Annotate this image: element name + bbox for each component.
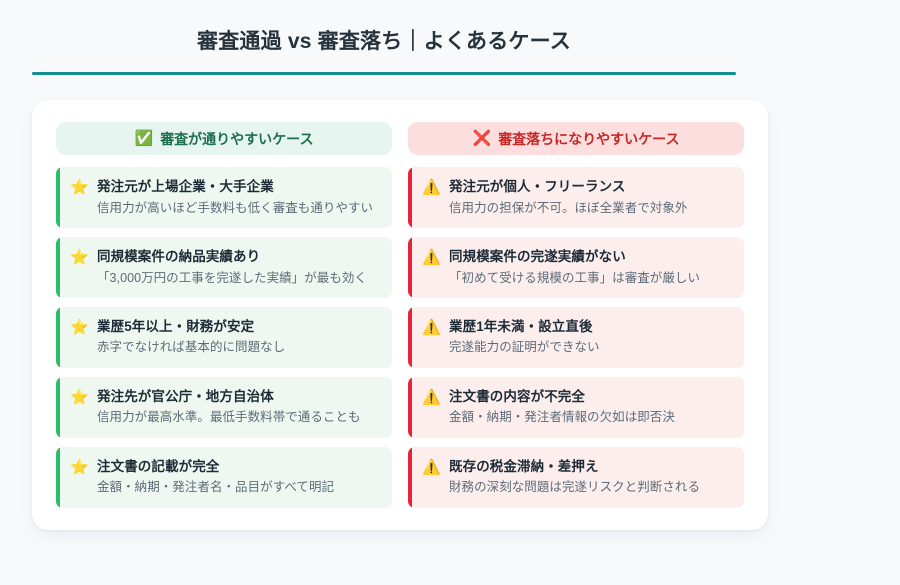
list-item-title: 業歴1年未満・設立直後: [449, 319, 593, 335]
accent-bar: [408, 237, 412, 299]
white-heavy-check-mark-icon: ✅: [134, 130, 154, 148]
list-item[interactable]: ⚠️ 同規模案件の完遂実績がない 「初めて受ける規模の工事」は審査が厳しい: [408, 237, 744, 299]
list-item-text: 同規模案件の納品実績あり 「3,000万円の工事を完遂した実績」が最も効く: [97, 247, 380, 287]
list-item-desc: 金額・納期・発注者情報の欠如は即否決: [449, 410, 675, 425]
list-item-desc: 金額・納期・発注者名・品目がすべて明記: [97, 480, 335, 495]
list-item-desc: 財務の深刻な問題は完遂リスクと判断される: [449, 480, 701, 495]
warning-icon: ⚠️: [422, 319, 441, 337]
accent-bar: [408, 377, 412, 439]
page-title: 審査通過 vs 審査落ち｜よくあるケース: [197, 30, 571, 53]
list-item-title: 発注元が個人・フリーランス: [449, 179, 626, 195]
list-item-title: 同規模案件の完遂実績がない: [449, 249, 626, 265]
list-item-text: 発注元が個人・フリーランス 信用力の担保が不可。ほぼ全業者で対象外: [449, 177, 732, 217]
warning-icon: ⚠️: [422, 249, 441, 267]
list-item-title: 発注元が上場企業・大手企業: [97, 179, 274, 195]
list-item[interactable]: ⭐ 業歴5年以上・財務が安定 赤字でなければ基本的に問題なし: [56, 307, 392, 369]
list-item[interactable]: ⚠️ 既存の税金滞納・差押え 財務の深刻な問題は完遂リスクと判断される: [408, 447, 744, 508]
star-icon: ⭐: [70, 249, 89, 267]
list-item-text: 発注元が上場企業・大手企業 信用力が高いほど手数料も低く審査も通りやすい: [97, 177, 380, 217]
list-item-desc: 信用力の担保が不可。ほぼ全業者で対象外: [449, 200, 688, 215]
warning-icon: ⚠️: [422, 459, 441, 477]
list-item-title: 注文書の記載が完全: [97, 459, 220, 475]
column-header-pass-label: 審査が通りやすいケース: [160, 130, 314, 147]
list-item-desc: 赤字でなければ基本的に問題なし: [97, 340, 286, 355]
accent-bar: [56, 447, 60, 508]
comparison-columns: ✅ 審査が通りやすいケース ⭐ 発注元が上場企業・大手企業 信用力が高いほど手数…: [56, 122, 744, 508]
list-item-title: 同規模案件の納品実績あり: [97, 249, 261, 265]
list-pass: ⭐ 発注元が上場企業・大手企業 信用力が高いほど手数料も低く審査も通りやすい ⭐…: [56, 167, 392, 508]
list-item[interactable]: ⭐ 注文書の記載が完全 金額・納期・発注者名・品目がすべて明記: [56, 447, 392, 508]
list-item-title: 既存の税金滞納・差押え: [449, 459, 599, 475]
star-icon: ⭐: [70, 389, 89, 407]
list-item[interactable]: ⭐ 発注元が上場企業・大手企業 信用力が高いほど手数料も低く審査も通りやすい: [56, 167, 392, 229]
list-item[interactable]: ⚠️ 発注元が個人・フリーランス 信用力の担保が不可。ほぼ全業者で対象外: [408, 167, 744, 229]
list-item-desc: 「3,000万円の工事を完遂した実績」が最も効く: [97, 270, 367, 285]
list-item-title: 発注先が官公庁・地方自治体: [97, 389, 274, 405]
column-pass: ✅ 審査が通りやすいケース ⭐ 発注元が上場企業・大手企業 信用力が高いほど手数…: [56, 122, 392, 508]
list-item[interactable]: ⭐ 同規模案件の納品実績あり 「3,000万円の工事を完遂した実績」が最も効く: [56, 237, 392, 299]
accent-bar: [408, 447, 412, 508]
list-item-text: 注文書の記載が完全 金額・納期・発注者名・品目がすべて明記: [97, 457, 380, 497]
accent-bar: [408, 307, 412, 369]
star-icon: ⭐: [70, 319, 89, 337]
list-item[interactable]: ⚠️ 注文書の内容が不完全 金額・納期・発注者情報の欠如は即否決: [408, 377, 744, 439]
list-item-text: 注文書の内容が不完全 金額・納期・発注者情報の欠如は即否決: [449, 387, 732, 427]
list-item-text: 業歴1年未満・設立直後 完遂能力の証明ができない: [449, 317, 732, 357]
list-item-title: 注文書の内容が不完全: [449, 389, 585, 405]
column-header-pass: ✅ 審査が通りやすいケース: [56, 122, 392, 156]
list-item-desc: 「初めて受ける規模の工事」は審査が厳しい: [449, 270, 701, 285]
column-header-fail-label: 審査落ちになりやすいケース: [498, 130, 680, 147]
list-item-text: 同規模案件の完遂実績がない 「初めて受ける規模の工事」は審査が厳しい: [449, 247, 732, 287]
column-header-fail: ❌ 審査落ちになりやすいケース: [408, 122, 744, 156]
list-item-text: 業歴5年以上・財務が安定 赤字でなければ基本的に問題なし: [97, 317, 380, 357]
list-item[interactable]: ⚠️ 業歴1年未満・設立直後 完遂能力の証明ができない: [408, 307, 744, 369]
star-icon: ⭐: [70, 459, 89, 477]
accent-bar: [56, 167, 60, 229]
star-icon: ⭐: [70, 179, 89, 197]
list-item-desc: 完遂能力の証明ができない: [449, 340, 600, 355]
title-section: 審査通過 vs 審査落ち｜よくあるケース: [0, 0, 900, 76]
list-item-desc: 信用力が高いほど手数料も低く審査も通りやすい: [97, 200, 374, 215]
accent-bar: [408, 167, 412, 229]
list-item-title: 業歴5年以上・財務が安定: [97, 319, 255, 335]
list-item-text: 既存の税金滞納・差押え 財務の深刻な問題は完遂リスクと判断される: [449, 457, 732, 497]
accent-bar: [56, 307, 60, 369]
list-item-desc: 信用力が最高水準。最低手数料帯で通ることも: [97, 410, 361, 425]
cross-mark-icon: ❌: [472, 130, 492, 148]
accent-bar: [56, 237, 60, 299]
list-fail: ⚠️ 発注元が個人・フリーランス 信用力の担保が不可。ほぼ全業者で対象外 ⚠️ …: [408, 167, 744, 508]
accent-bar: [56, 377, 60, 439]
title-divider: [32, 72, 736, 76]
list-item-text: 発注先が官公庁・地方自治体 信用力が最高水準。最低手数料帯で通ることも: [97, 387, 380, 427]
column-fail: ❌ 審査落ちになりやすいケース ⚠️ 発注元が個人・フリーランス 信用力の担保が…: [408, 122, 744, 508]
warning-icon: ⚠️: [422, 389, 441, 407]
comparison-card: ✅ 審査が通りやすいケース ⭐ 発注元が上場企業・大手企業 信用力が高いほど手数…: [32, 100, 768, 530]
warning-icon: ⚠️: [422, 179, 441, 197]
list-item[interactable]: ⭐ 発注先が官公庁・地方自治体 信用力が最高水準。最低手数料帯で通ることも: [56, 377, 392, 439]
